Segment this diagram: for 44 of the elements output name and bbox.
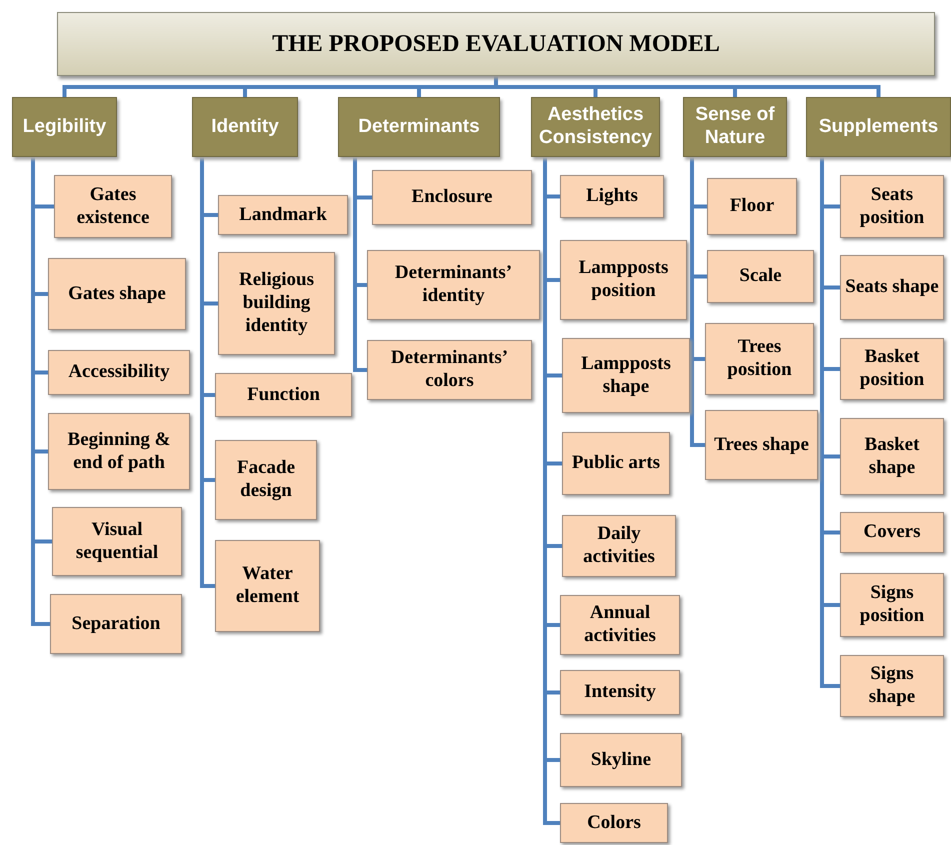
title-box: THE PROPOSED EVALUATION MODEL	[57, 12, 935, 76]
criterion-box: Religious building identity	[218, 252, 335, 355]
criterion-box: Determinants’ colors	[367, 340, 532, 400]
criterion-box: Beginning & end of path	[48, 413, 190, 490]
category-box: Sense of Nature	[683, 97, 787, 157]
criterion-box: Landmark	[218, 195, 348, 235]
criterion-box: Basket shape	[840, 418, 944, 495]
criterion-box: Enclosure	[372, 170, 532, 225]
criterion-box: Scale	[707, 250, 814, 303]
criterion-box: Lampposts shape	[562, 338, 690, 413]
criterion-box: Floor	[707, 178, 797, 235]
criterion-box: Skyline	[560, 733, 682, 787]
criterion-box: Separation	[50, 594, 182, 654]
criterion-box: Public arts	[562, 432, 670, 495]
criterion-box: Signs shape	[840, 655, 944, 717]
criterion-box: Accessibility	[48, 350, 190, 395]
connector-line	[31, 157, 50, 626]
category-box: Legibility	[12, 97, 117, 157]
criterion-box: Visual sequential	[52, 507, 182, 576]
category-box: Aesthetics Consistency	[531, 97, 660, 157]
criterion-box: Seats position	[840, 175, 944, 238]
connector-line	[353, 157, 367, 372]
criterion-box: Trees shape	[705, 410, 818, 480]
criterion-box: Basket position	[840, 338, 944, 400]
criterion-box: Signs position	[840, 573, 944, 637]
criterion-box: Annual activities	[560, 595, 680, 655]
criterion-box: Intensity	[560, 670, 680, 715]
criterion-box: Covers	[840, 512, 944, 553]
criterion-box: Colors	[560, 803, 668, 843]
criterion-box: Seats shape	[840, 255, 944, 320]
connector-line	[200, 157, 215, 588]
category-box: Identity	[192, 97, 298, 157]
criterion-box: Lampposts position	[560, 240, 687, 320]
criterion-box: Daily activities	[562, 515, 676, 577]
criterion-box: Determinants’ identity	[367, 250, 540, 320]
category-box: Supplements	[806, 97, 951, 157]
criterion-box: Lights	[560, 175, 664, 218]
criterion-box: Gates shape	[48, 258, 186, 330]
category-box: Determinants	[338, 97, 500, 157]
criterion-box: Function	[215, 373, 352, 417]
criterion-box: Trees position	[705, 323, 814, 395]
criterion-box: Facade design	[215, 440, 317, 520]
criterion-box: Gates existence	[54, 175, 172, 238]
criterion-box: Water element	[215, 540, 320, 632]
